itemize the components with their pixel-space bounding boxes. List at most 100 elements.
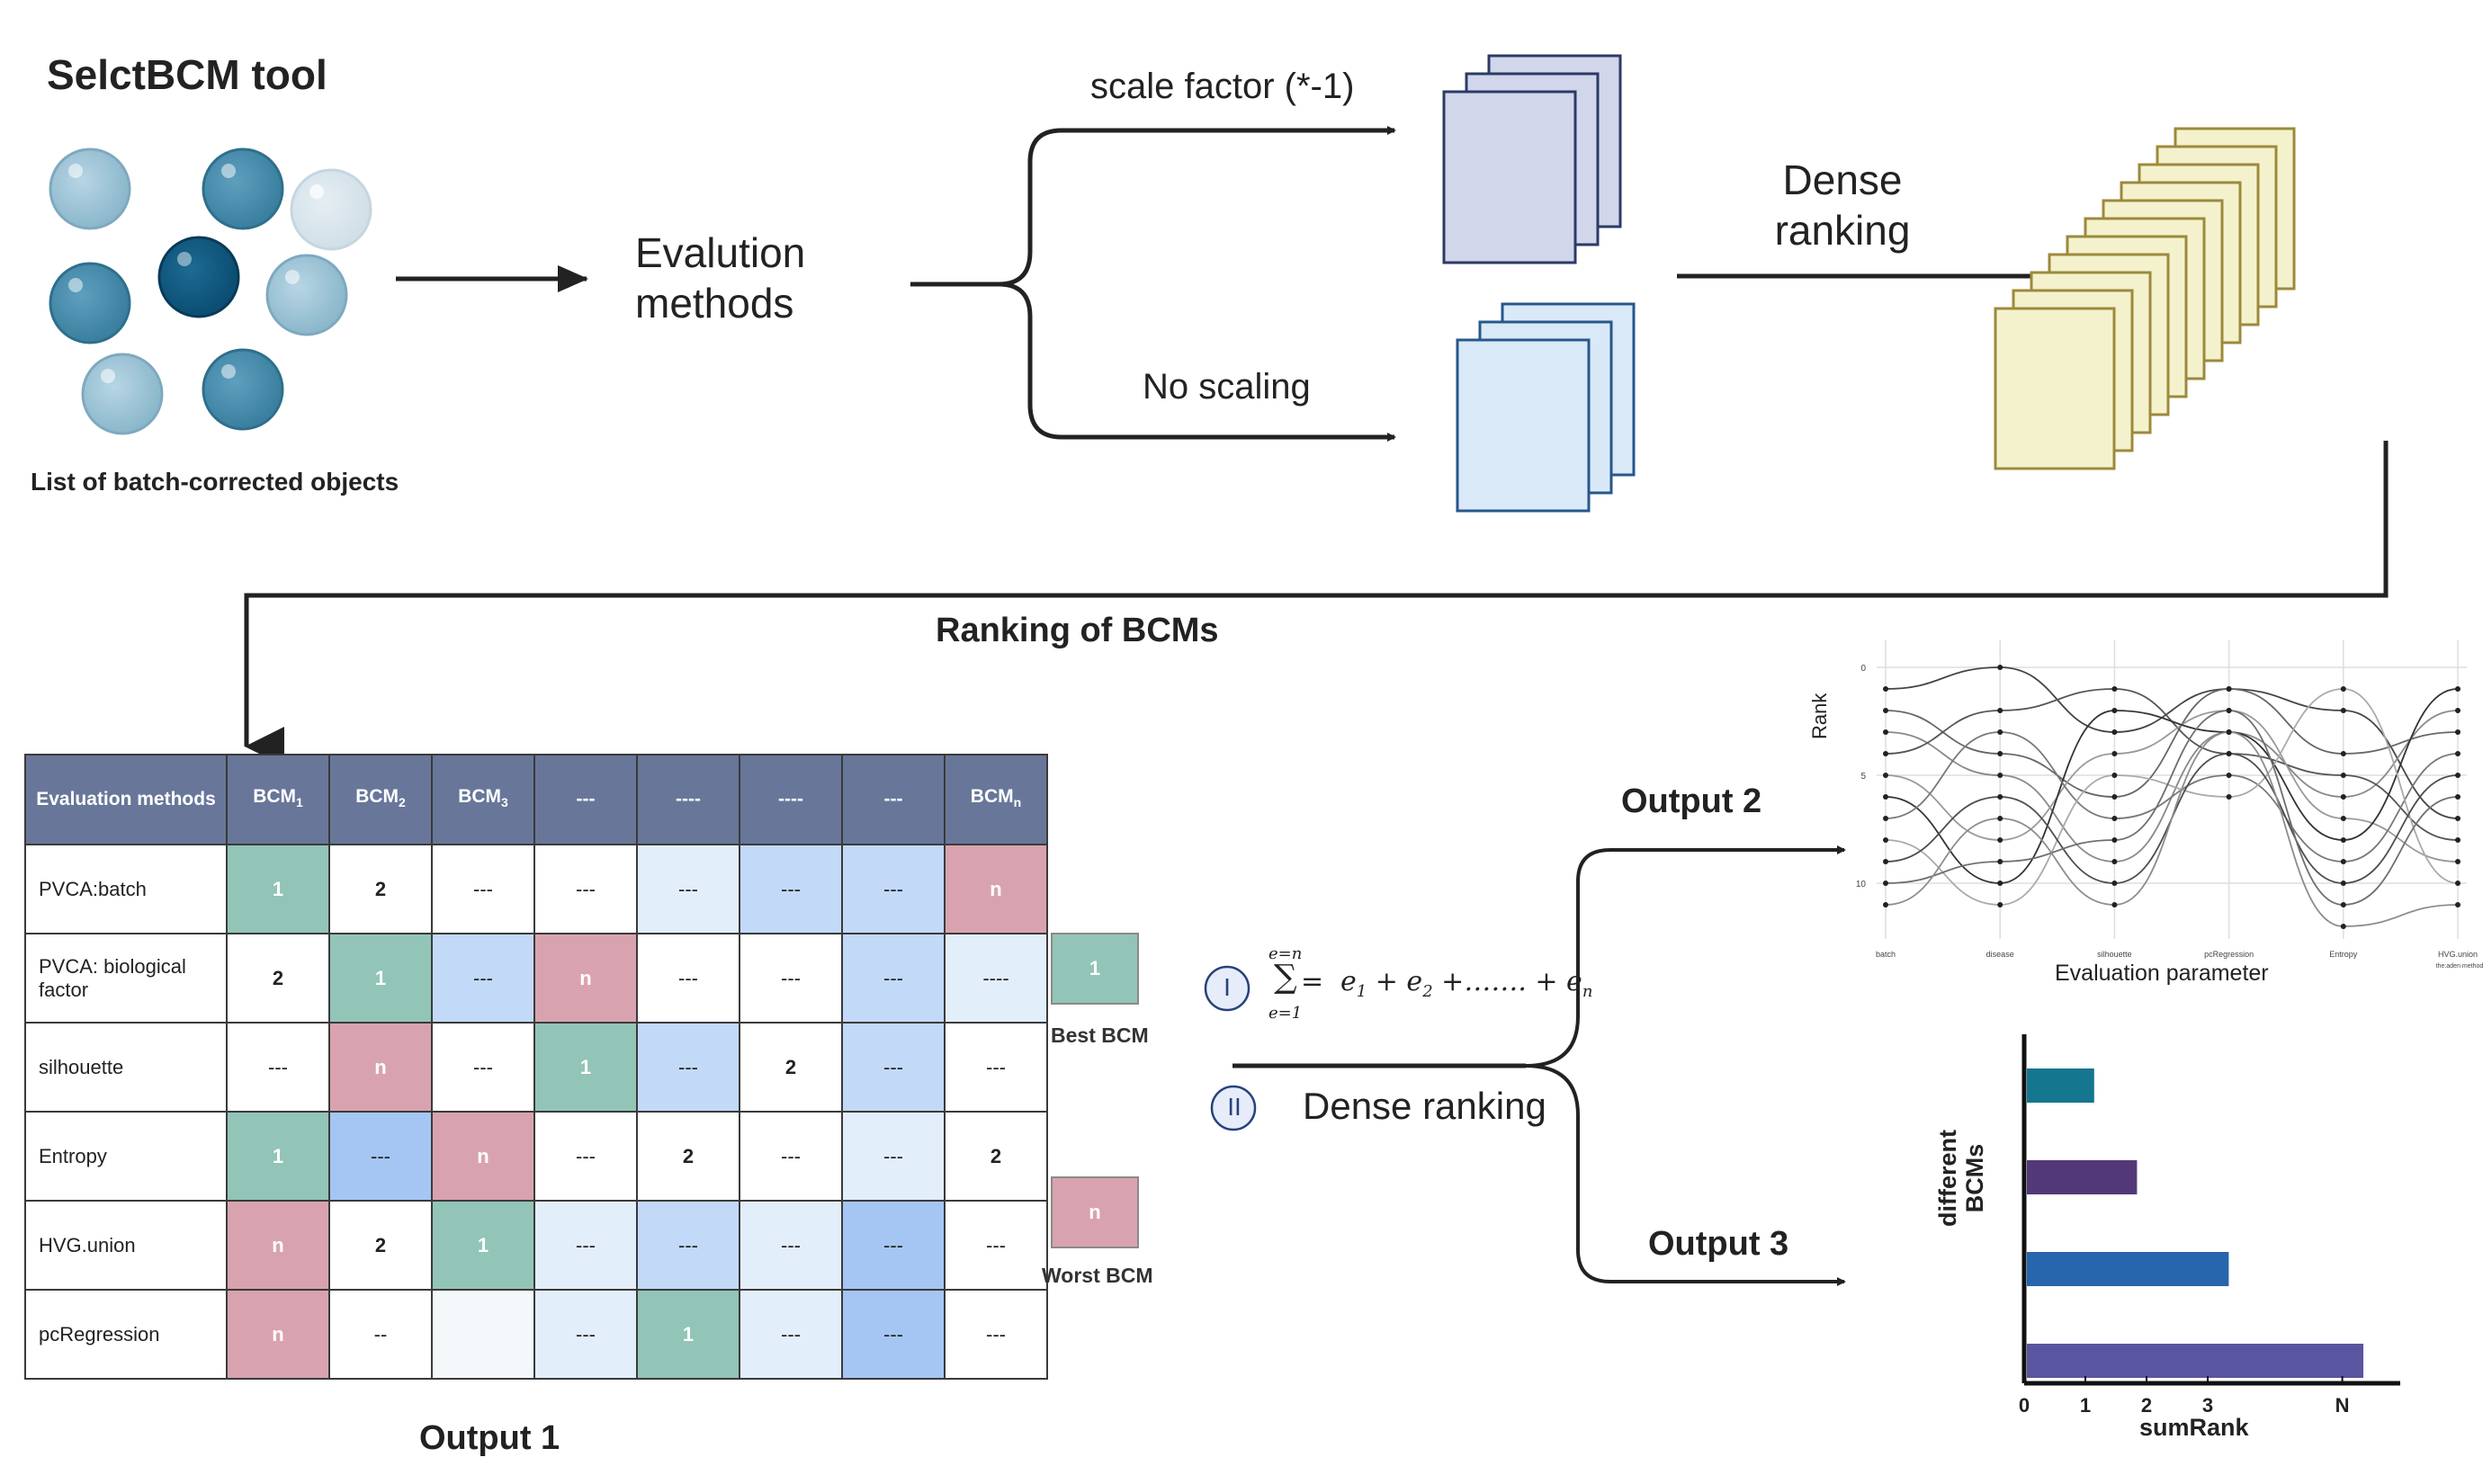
table-cell: ---: [841, 933, 946, 1024]
table-cell: 2: [944, 1111, 1048, 1202]
series-point: [1883, 794, 1888, 800]
series-point: [2455, 751, 2461, 756]
sphere-icon: [49, 262, 131, 344]
header-bcm-2: BCM2: [328, 754, 433, 845]
scale-factor-label: scale factor (*-1): [1090, 67, 1355, 106]
table-row: Entropy 1 --- n --- 2 --- --- 2: [24, 1111, 1048, 1202]
series-point: [1997, 902, 2003, 907]
step-two-numeral: II: [1227, 1093, 1242, 1121]
ranking-of-bcms-label: Ranking of BCMs: [936, 612, 1219, 649]
best-bcm-label: Best BCM: [1051, 1024, 1149, 1047]
table-cell: ---: [739, 1289, 843, 1380]
table-cell: ---: [431, 1022, 535, 1113]
series-point: [1883, 837, 1888, 843]
x-tick-annotation: the:aden method: [2436, 963, 2483, 970]
row-label: pcRegression: [24, 1289, 228, 1380]
header-placeholder: ----: [636, 754, 740, 845]
sphere-icon: [81, 353, 164, 435]
x-tick-label: Entropy: [2329, 950, 2358, 959]
table-cell: n: [431, 1111, 535, 1202]
series-point: [1997, 751, 2003, 756]
bar-chart-y-label: different BCMs: [1934, 1130, 1988, 1227]
table-cell: 2: [636, 1111, 740, 1202]
series-point: [2340, 751, 2346, 756]
sum-lower-bound: e=1: [1268, 1004, 1303, 1023]
x-tick-label: silhouette: [2097, 950, 2132, 959]
table-cell: ---: [636, 933, 740, 1024]
table-cell: ---: [431, 844, 535, 934]
table-cell: ---: [636, 1022, 740, 1113]
dense-ranking-label-line2: ranking: [1774, 207, 1911, 254]
sphere-icon: [265, 254, 348, 336]
table-row: HVG.union n 2 1 --- --- --- --- ---: [24, 1200, 1048, 1291]
series-point: [2226, 708, 2232, 713]
table-cell: ---: [739, 844, 843, 934]
output-1-label: Output 1: [419, 1419, 560, 1457]
series-point: [1997, 859, 2003, 864]
row-label: Entropy: [24, 1111, 228, 1202]
series-point: [1883, 751, 1888, 756]
sum-symbol: ∑: [1274, 959, 1297, 996]
series-point: [1883, 729, 1888, 735]
table-cell: ---: [841, 1022, 946, 1113]
branch-unscaled: [998, 282, 1396, 442]
series-point: [1883, 708, 1888, 713]
series-point: [2455, 686, 2461, 692]
table-cell: ---: [533, 1200, 638, 1291]
sphere-icon: [49, 148, 131, 230]
evaluation-methods-label: Evalution methods: [635, 228, 805, 328]
table-cell: ---: [533, 844, 638, 934]
table-row: PVCA: biological factor 2 1 --- n --- --…: [24, 933, 1048, 1024]
sum-upper-bound: e=n: [1268, 944, 1303, 963]
scaled-results-pages-icon: [1442, 54, 1622, 264]
table-cell: ---: [636, 844, 740, 934]
header-placeholder: ---: [841, 754, 946, 845]
series-point: [2455, 708, 2461, 713]
series-point: [2226, 686, 2232, 692]
series-point: [2455, 729, 2461, 735]
line-chart-y-label: Rank: [1808, 693, 1831, 739]
series-point: [2111, 902, 2118, 907]
series-point: [1883, 881, 1888, 886]
table-cell: ----: [944, 933, 1048, 1024]
table-cell: 1: [636, 1289, 740, 1380]
step-one-badge: [1204, 965, 1250, 1012]
header-evaluation-methods: Evaluation methods: [24, 754, 228, 845]
table-cell: ---: [533, 1289, 638, 1380]
x-tick-label: batch: [1876, 950, 1896, 959]
header-placeholder: ----: [739, 754, 843, 845]
series-point: [2111, 837, 2118, 843]
table-cell: ---: [431, 933, 535, 1024]
line-chart-x-label: Evaluation parameter: [2055, 961, 2269, 986]
table-cell: 1: [226, 1111, 330, 1202]
output-3-label: Output 3: [1648, 1225, 1789, 1263]
ranked-results-pages-icon: [1994, 127, 2296, 470]
table-header-row: Evaluation methods BCM1 BCM2 BCM3 --- --…: [24, 754, 1048, 845]
sum-equals: =: [1301, 966, 1324, 997]
series-point: [1883, 859, 1888, 864]
series-point: [2455, 816, 2461, 821]
series-point: [2111, 816, 2118, 821]
series-line: [1885, 688, 2459, 884]
row-label: HVG.union: [24, 1200, 228, 1291]
series-point: [2340, 708, 2346, 713]
series-point: [1997, 773, 2003, 778]
series-point: [1883, 773, 1888, 778]
batch-objects-label: List of batch-corrected objects: [31, 468, 399, 496]
series-point: [2226, 729, 2232, 735]
series-point: [2455, 773, 2461, 778]
series-point: [2226, 751, 2232, 756]
table-cell: 1: [431, 1289, 535, 1380]
x-tick-label: pcRegression: [2204, 950, 2254, 959]
series-point: [1997, 881, 2003, 886]
table-cell: ---: [841, 844, 946, 934]
header-bcm-n: BCMn: [944, 754, 1048, 845]
table-cell: 2: [328, 844, 433, 934]
dense-ranking-label-line1: Dense: [1782, 156, 1903, 203]
series-point: [2111, 708, 2118, 713]
table-row: pcRegression n -- 1 --- 1 --- --- ---: [24, 1289, 1048, 1380]
table-cell: n: [226, 1289, 330, 1380]
